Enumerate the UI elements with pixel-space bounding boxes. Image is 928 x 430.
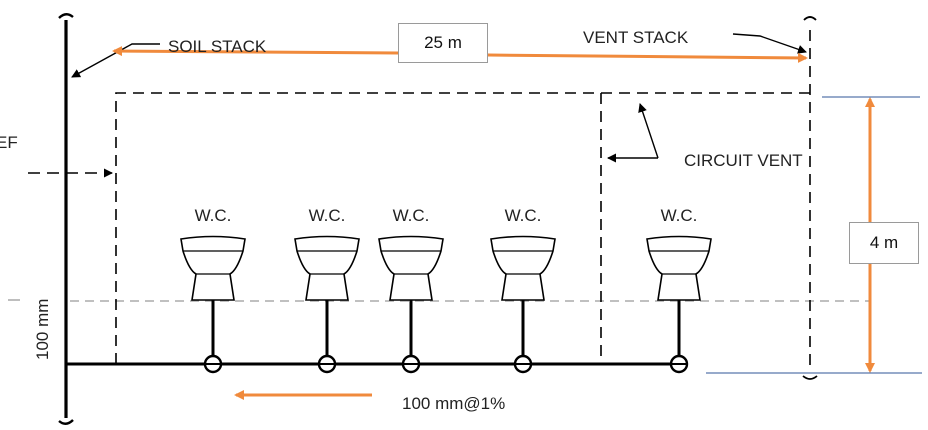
water-closet-bowl-icon — [378, 235, 444, 301]
water-closet: W.C. — [490, 206, 556, 374]
soil-stack-leader — [71, 43, 160, 78]
soil-stack — [58, 13, 74, 425]
water-closet: W.C. — [646, 206, 712, 374]
wc-label: W.C. — [661, 206, 698, 225]
ef-label: EF — [0, 133, 18, 152]
vent-stack-label: VENT STACK — [583, 28, 689, 47]
water-closet: W.C. — [180, 206, 246, 374]
water-closet-bowl-icon — [294, 235, 360, 301]
soil-stack-label: SOIL STACK — [168, 37, 267, 56]
length-dimension-left-arrow — [112, 46, 399, 57]
water-closet: W.C. — [378, 206, 444, 374]
wc-label: W.C. — [195, 206, 232, 225]
vent-stack — [802, 16, 818, 380]
wc-label: W.C. — [393, 206, 430, 225]
slope-label: 100 mm@1% — [402, 394, 505, 413]
circuit-vent-loop-line — [115, 92, 810, 364]
wc-label: W.C. — [309, 206, 346, 225]
length-dimension-label: 25 m — [398, 23, 488, 63]
water-closet-bowl-icon — [646, 235, 712, 301]
length-dimension-right-arrow — [487, 52, 808, 63]
water-closet: W.C. — [294, 206, 360, 374]
height-dimension-label: 4 m — [849, 222, 919, 264]
wc-label: W.C. — [505, 206, 542, 225]
water-closet-bowl-icon — [490, 235, 556, 301]
pipe-size-label: 100 mm — [33, 299, 52, 360]
circuit-vent-label: CIRCUIT VENT — [684, 151, 803, 170]
vent-stack-leader — [732, 33, 807, 54]
water-closet-bowl-icon — [180, 235, 246, 301]
fixtures-group: W.C. W.C. W.C. W.C. W.C. — [180, 206, 712, 374]
circuit-vent-leader-top — [638, 103, 659, 159]
